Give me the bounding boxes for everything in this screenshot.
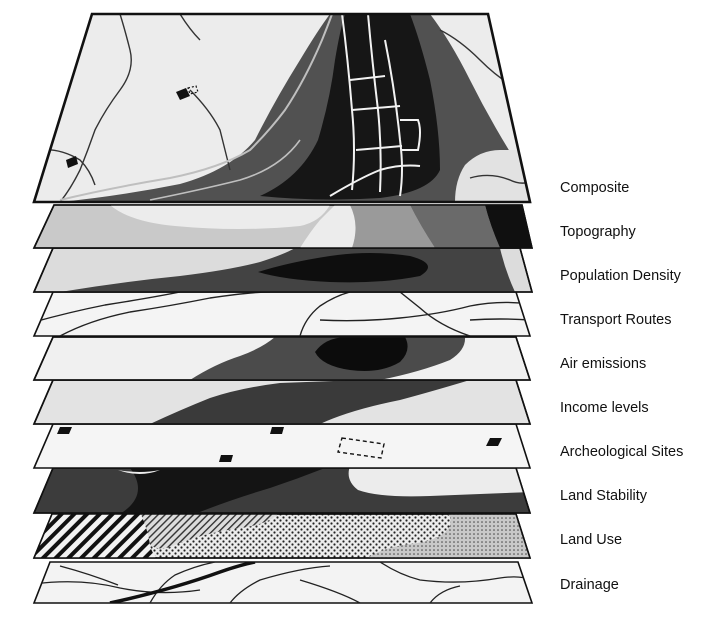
drainage-river [109,562,256,603]
transport-plate [32,291,532,337]
stability-light-notch [118,470,160,474]
settlement-icon [66,156,78,168]
transport-lines [34,292,530,336]
label-transport-routes: Transport Routes [560,312,671,328]
land-use-fine-hatch-zone [140,514,280,549]
layer-archeological-sites [32,423,532,469]
label-topography: Topography [560,224,637,240]
income-high-zone [150,380,470,424]
stability-dark-band [120,468,330,513]
topo-high-band [410,205,500,248]
layer-labels: Composite Topography Population Density … [560,180,683,593]
topo-mid-band [350,205,435,248]
emission-high-zone [315,337,408,371]
topo-peak-band [485,205,532,248]
label-drainage: Drainage [560,577,619,593]
drainage-streams [34,562,532,603]
composite-streams [39,14,530,202]
layer-transport-routes [32,291,532,337]
label-income-levels: Income levels [560,400,649,416]
population-high-zone [258,253,428,283]
layer-topography [32,204,534,249]
land-use-hatched-zone [34,514,160,558]
label-archeological-sites: Archeological Sites [560,444,683,460]
settlement-icon [176,88,190,100]
composite-high-zone [260,14,440,200]
composite-frame [32,12,532,204]
land-use-light-dot-zone [365,514,530,558]
site-marker [219,455,233,462]
layer-land-use [32,513,532,559]
site-marker [270,427,284,434]
label-land-use: Land Use [560,532,622,548]
site-marker [57,427,72,434]
layer-income-levels [32,379,532,425]
layer-drainage [32,561,534,604]
label-land-stability: Land Stability [560,488,648,504]
layer-composite [32,12,532,204]
layer-air-emissions [32,336,532,381]
label-composite: Composite [560,180,629,196]
site-marker [486,438,502,446]
label-air-emissions: Air emissions [560,356,646,372]
label-population-density: Population Density [560,268,682,284]
topo-light-band-2 [300,205,356,248]
settlement-icon [187,85,199,95]
composite-street-grid [329,14,421,197]
site-marker-dashed [337,437,385,459]
layer-population-density [32,247,534,293]
layer-land-stability [32,467,532,514]
topo-light-band [110,205,330,229]
stability-light-zone [348,468,530,497]
